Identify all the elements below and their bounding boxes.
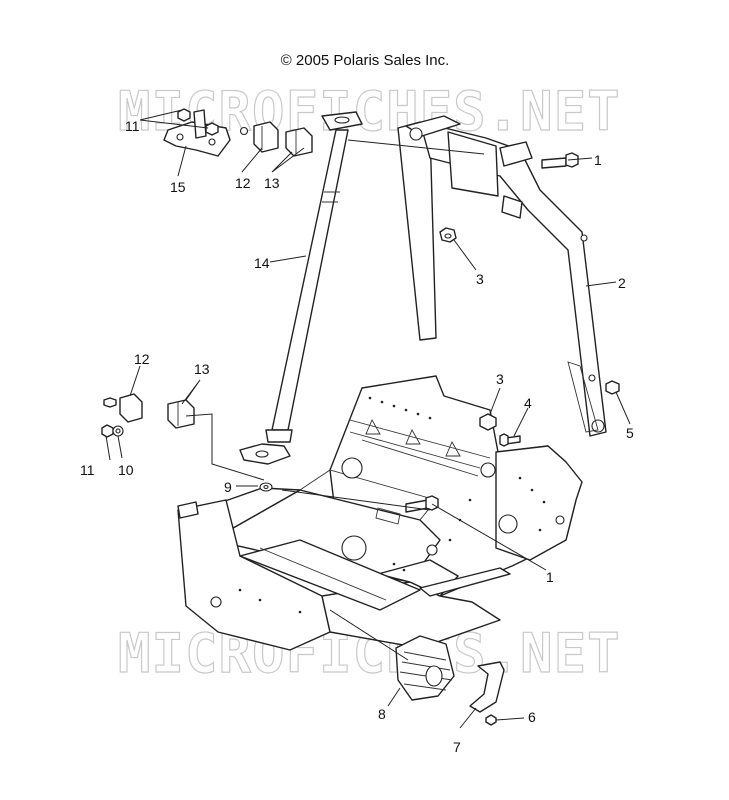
callout-12: 12 <box>235 175 251 191</box>
part-14-support-tube <box>239 111 363 465</box>
callout-12-lower: 12 <box>134 351 150 367</box>
callout-10: 10 <box>118 462 134 478</box>
callout-14: 14 <box>254 255 270 271</box>
part-8-boot <box>395 635 455 701</box>
part-11-nut-lower <box>101 424 114 438</box>
callout-13: 13 <box>264 175 280 191</box>
part-9-washer <box>259 482 273 492</box>
part-1-bolt-lower <box>405 495 439 513</box>
part-12-clamp-lower <box>103 393 143 423</box>
part-11-nuts-top <box>177 108 249 136</box>
part-7-clamp <box>469 661 505 713</box>
callout-2: 2 <box>618 275 626 291</box>
copyright-notice: © 2005 Polaris Sales Inc. <box>280 52 450 69</box>
callout-11: 11 <box>125 118 140 134</box>
callout-8: 8 <box>378 706 386 722</box>
callout-13-lower: 13 <box>194 361 210 377</box>
part-13-clamp-top <box>285 127 313 157</box>
part-2-rear-frame <box>397 115 607 437</box>
part-13-clamp-lower <box>167 399 195 429</box>
callout-15: 15 <box>170 179 186 195</box>
callout-3: 3 <box>476 271 484 287</box>
callout-3-lower: 3 <box>496 371 504 387</box>
callout-1-lower: 1 <box>546 569 554 585</box>
part-1-bolt-top <box>541 152 579 169</box>
callout-11-lower: 11 <box>80 462 95 478</box>
chassis-frame <box>177 375 583 651</box>
part-10-washer <box>112 425 124 437</box>
callout-1: 1 <box>594 152 602 168</box>
part-3-nut-upper <box>439 227 457 243</box>
part-4-bolt <box>499 433 521 447</box>
part-5-nut <box>605 380 620 395</box>
callout-labels: 11 15 12 13 1 14 3 2 12 13 3 4 5 11 10 9… <box>80 118 634 755</box>
callout-4: 4 <box>524 395 532 411</box>
part-12-clamp-top <box>253 121 279 153</box>
callout-5: 5 <box>626 425 634 441</box>
leader-lines <box>105 109 631 729</box>
callout-7: 7 <box>453 739 461 755</box>
part-3-nut-lower <box>479 413 497 431</box>
callout-9: 9 <box>224 479 232 495</box>
callout-6: 6 <box>528 709 536 725</box>
part-6-screw <box>485 714 497 726</box>
